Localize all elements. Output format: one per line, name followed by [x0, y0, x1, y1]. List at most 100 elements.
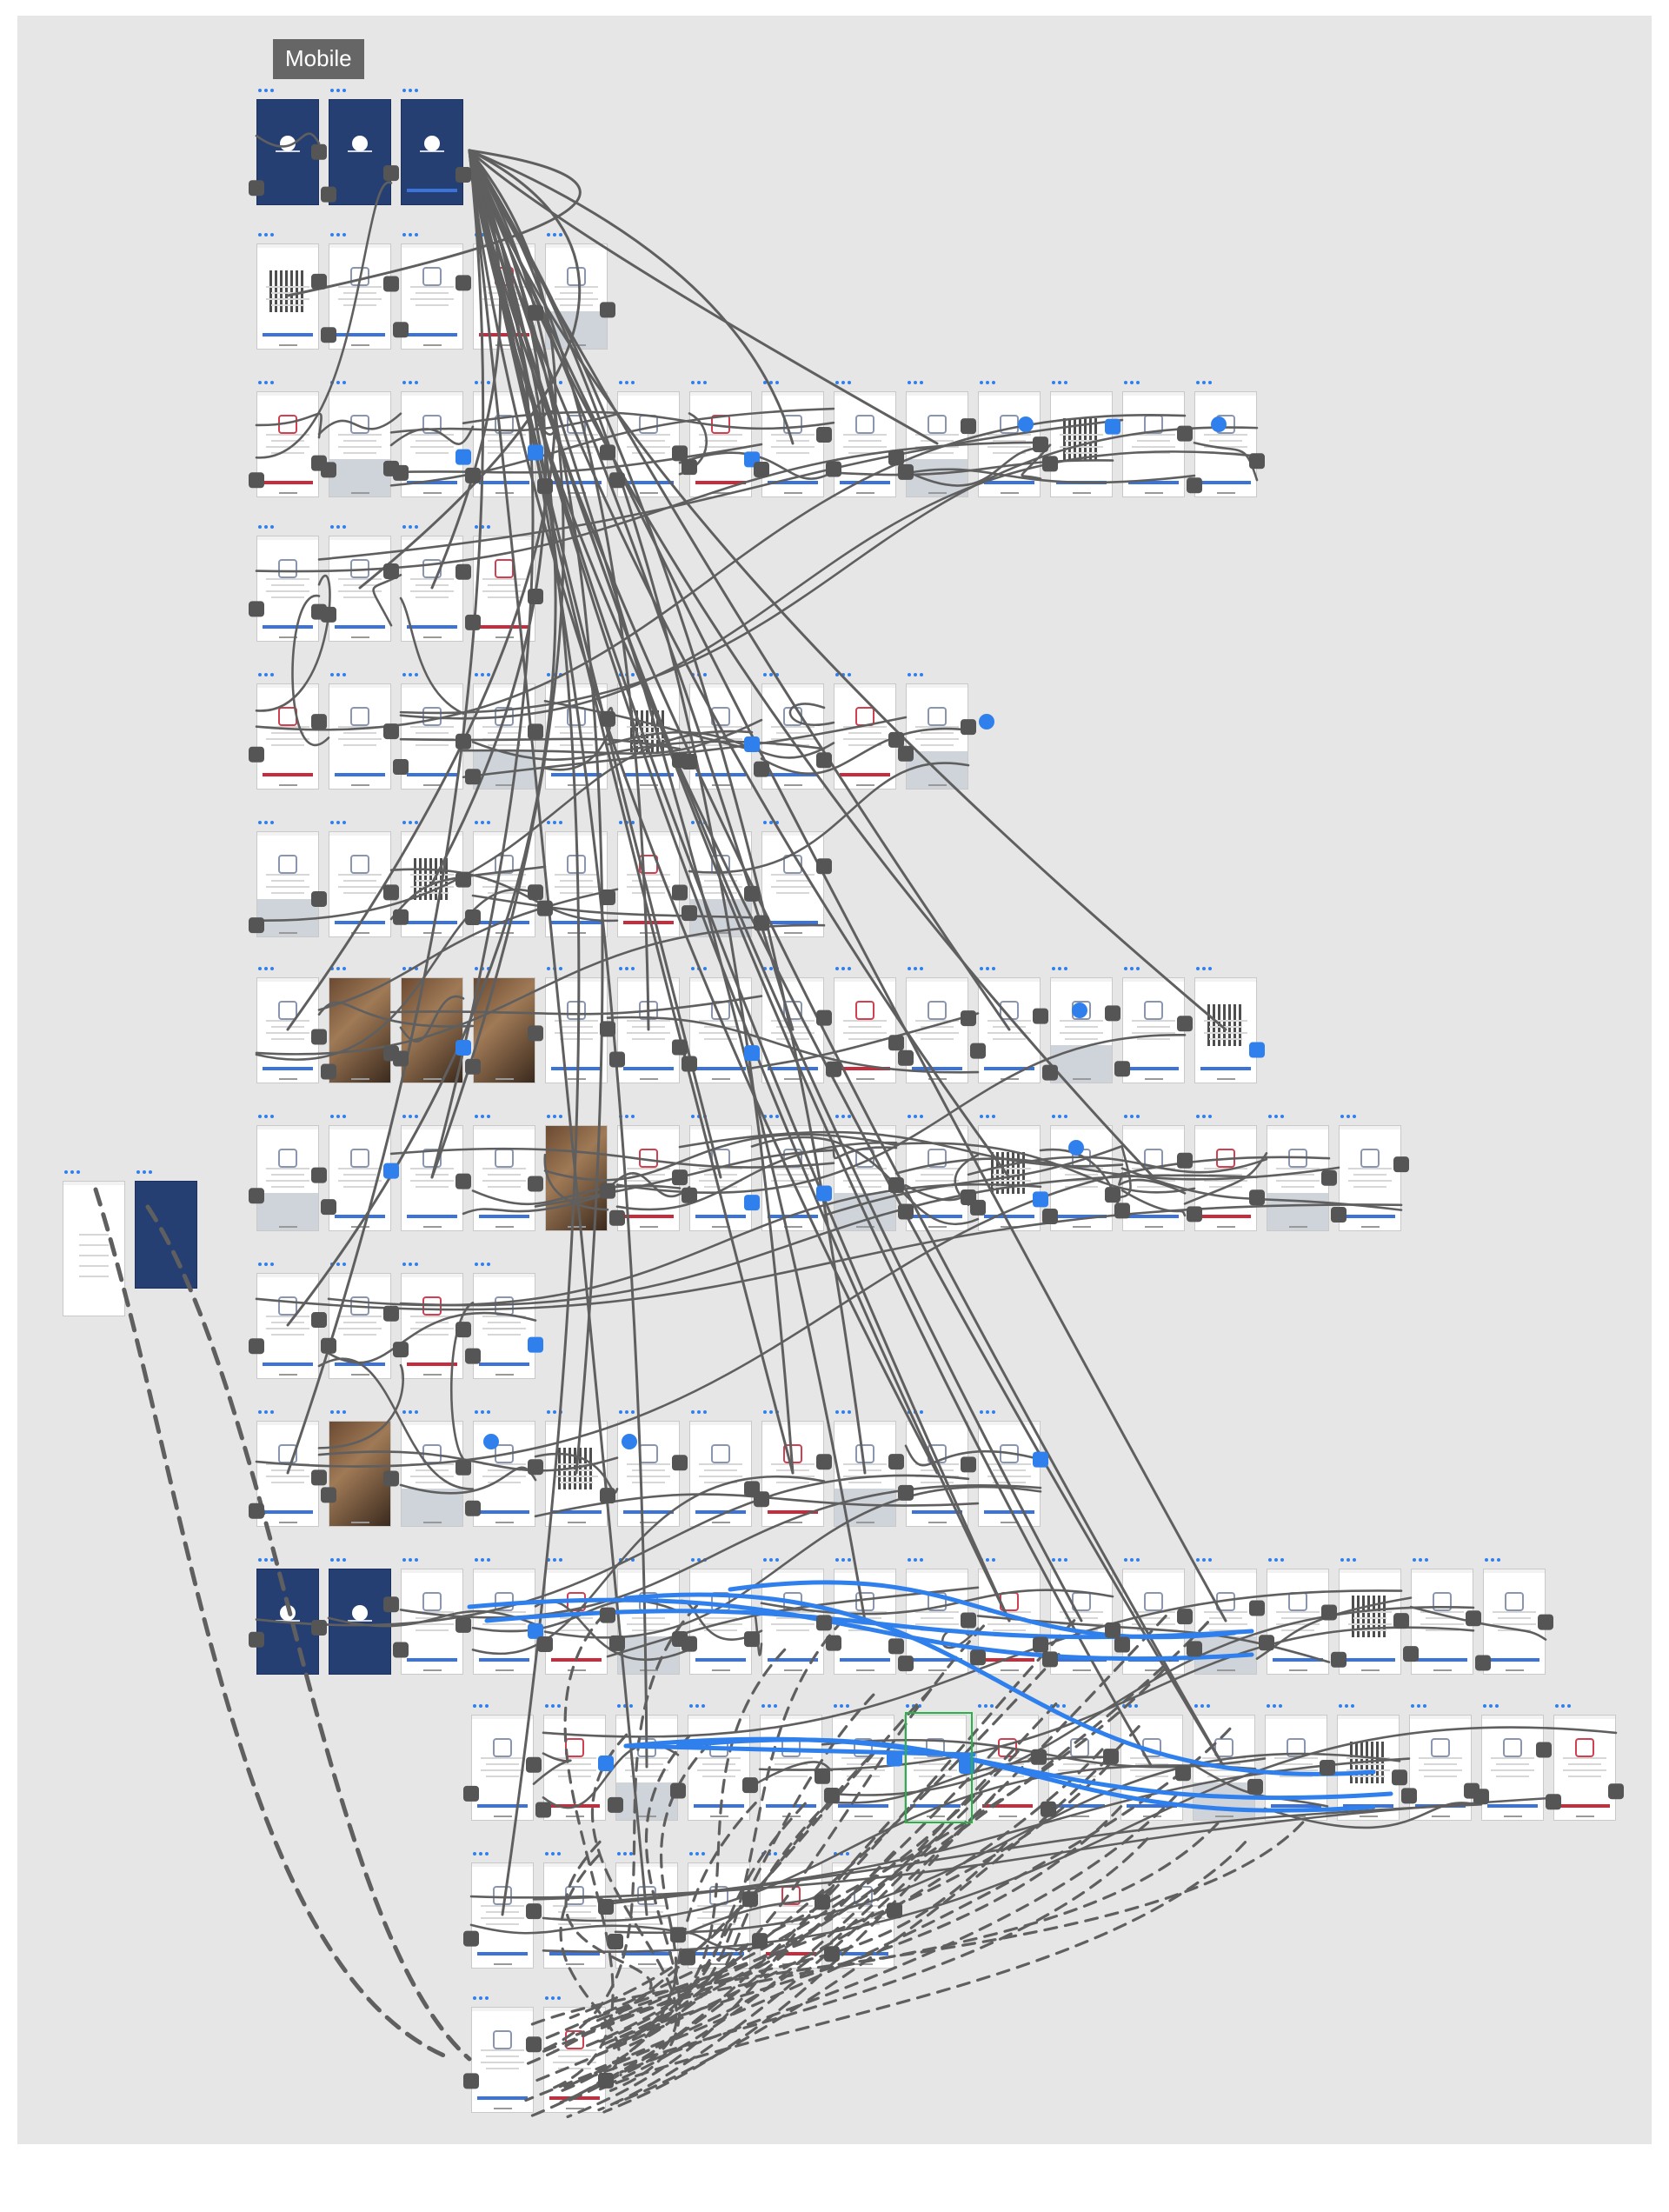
artboard-menu-dots[interactable] — [835, 1115, 854, 1118]
artboard-menu-dots[interactable] — [330, 1115, 349, 1118]
artboard-menu-dots[interactable] — [908, 1410, 927, 1414]
artboard-menu-dots[interactable] — [1555, 1704, 1574, 1708]
artboard-thumbnail[interactable] — [1194, 1569, 1257, 1675]
artboard-thumbnail[interactable] — [617, 391, 680, 497]
artboard-thumbnail[interactable] — [401, 683, 463, 790]
artboard-thumbnail[interactable] — [471, 1715, 534, 1821]
artboard-menu-dots[interactable] — [1124, 1115, 1143, 1118]
artboard-menu-dots[interactable] — [258, 233, 277, 237]
artboard-menu-dots[interactable] — [547, 821, 566, 824]
artboard-thumbnail[interactable] — [834, 683, 896, 790]
artboard-menu-dots[interactable] — [547, 233, 566, 237]
artboard-menu-dots[interactable] — [545, 1996, 564, 2000]
artboard-menu-dots[interactable] — [1339, 1704, 1358, 1708]
artboard-menu-dots[interactable] — [330, 89, 349, 92]
artboard-thumbnail[interactable] — [617, 1125, 680, 1231]
artboard-thumbnail[interactable] — [761, 1569, 824, 1675]
artboard-thumbnail[interactable] — [688, 1862, 750, 1969]
artboard-menu-dots[interactable] — [691, 967, 710, 970]
artboard-menu-dots[interactable] — [619, 673, 638, 676]
artboard-menu-dots[interactable] — [691, 1410, 710, 1414]
artboard-menu-dots[interactable] — [834, 1852, 853, 1856]
artboard-thumbnail[interactable] — [256, 243, 319, 350]
artboard-menu-dots[interactable] — [1124, 381, 1143, 384]
artboard-thumbnail[interactable] — [401, 1125, 463, 1231]
artboard-menu-dots[interactable] — [1411, 1704, 1430, 1708]
artboard-thumbnail[interactable] — [834, 391, 896, 497]
artboard-menu-dots[interactable] — [763, 673, 782, 676]
artboard-thumbnail[interactable] — [473, 536, 535, 642]
artboard-menu-dots[interactable] — [617, 1852, 636, 1856]
artboard-thumbnail[interactable] — [761, 831, 824, 937]
artboard-thumbnail[interactable] — [761, 1125, 824, 1231]
artboard-menu-dots[interactable] — [980, 1410, 999, 1414]
artboard-thumbnail[interactable] — [1048, 1715, 1111, 1821]
prototype-canvas[interactable]: Mobile — [17, 16, 1652, 2144]
artboard-menu-dots[interactable] — [547, 1115, 566, 1118]
artboard-menu-dots[interactable] — [402, 1558, 422, 1562]
artboard-menu-dots[interactable] — [330, 381, 349, 384]
artboard-menu-dots[interactable] — [545, 1852, 564, 1856]
artboard-menu-dots[interactable] — [475, 381, 494, 384]
artboard-thumbnail[interactable] — [832, 1715, 894, 1821]
artboard-menu-dots[interactable] — [980, 967, 999, 970]
artboard-thumbnail[interactable] — [256, 99, 319, 205]
artboard-menu-dots[interactable] — [402, 673, 422, 676]
artboard-thumbnail[interactable] — [256, 1421, 319, 1527]
artboard-thumbnail[interactable] — [617, 977, 680, 1083]
artboard-menu-dots[interactable] — [1052, 1115, 1071, 1118]
artboard-menu-dots[interactable] — [402, 821, 422, 824]
artboard-thumbnail[interactable] — [760, 1715, 822, 1821]
artboard-thumbnail[interactable] — [1483, 1569, 1546, 1675]
artboard-thumbnail[interactable] — [256, 831, 319, 937]
artboard-thumbnail[interactable] — [617, 831, 680, 937]
artboard-thumbnail[interactable] — [834, 1125, 896, 1231]
artboard-thumbnail[interactable] — [473, 1273, 535, 1379]
artboard-thumbnail[interactable] — [689, 1421, 752, 1527]
artboard-menu-dots[interactable] — [330, 1410, 349, 1414]
artboard-thumbnail[interactable] — [978, 391, 1041, 497]
artboard-thumbnail[interactable] — [256, 1569, 319, 1675]
artboard-menu-dots[interactable] — [473, 1996, 492, 2000]
artboard-menu-dots[interactable] — [402, 233, 422, 237]
artboard-menu-dots[interactable] — [691, 673, 710, 676]
artboard-menu-dots[interactable] — [835, 1410, 854, 1414]
artboard-menu-dots[interactable] — [908, 1558, 927, 1562]
artboard-thumbnail[interactable] — [329, 1125, 391, 1231]
artboard-thumbnail[interactable] — [401, 99, 463, 205]
artboard-menu-dots[interactable] — [1050, 1704, 1069, 1708]
artboard-menu-dots[interactable] — [1196, 381, 1215, 384]
artboard-thumbnail[interactable] — [473, 1569, 535, 1675]
artboard-thumbnail[interactable] — [689, 1569, 752, 1675]
artboard-thumbnail[interactable] — [545, 243, 608, 350]
artboard-thumbnail[interactable] — [471, 1862, 534, 1969]
artboard-menu-dots[interactable] — [691, 821, 710, 824]
artboard-thumbnail[interactable] — [832, 1862, 894, 1969]
artboard-menu-dots[interactable] — [1340, 1115, 1360, 1118]
artboard-thumbnail[interactable] — [135, 1181, 197, 1289]
artboard-menu-dots[interactable] — [258, 381, 277, 384]
artboard-menu-dots[interactable] — [330, 525, 349, 529]
artboard-thumbnail[interactable] — [256, 683, 319, 790]
artboard-thumbnail[interactable] — [761, 977, 824, 1083]
artboard-menu-dots[interactable] — [547, 967, 566, 970]
artboard-thumbnail[interactable] — [1050, 391, 1113, 497]
artboard-thumbnail[interactable] — [543, 1715, 606, 1821]
artboard-menu-dots[interactable] — [691, 1115, 710, 1118]
artboard-menu-dots[interactable] — [258, 967, 277, 970]
artboard-thumbnail[interactable] — [401, 391, 463, 497]
artboard-menu-dots[interactable] — [1124, 967, 1143, 970]
artboard-menu-dots[interactable] — [330, 673, 349, 676]
artboard-thumbnail[interactable] — [906, 391, 968, 497]
artboard-menu-dots[interactable] — [689, 1704, 708, 1708]
artboard-menu-dots[interactable] — [761, 1852, 781, 1856]
artboard-thumbnail[interactable] — [615, 1862, 678, 1969]
artboard-thumbnail[interactable] — [689, 1125, 752, 1231]
artboard-thumbnail[interactable] — [689, 683, 752, 790]
artboard-menu-dots[interactable] — [1196, 967, 1215, 970]
artboard-thumbnail[interactable] — [978, 1125, 1041, 1231]
artboard-thumbnail[interactable] — [401, 1569, 463, 1675]
artboard-menu-dots[interactable] — [258, 673, 277, 676]
artboard-menu-dots[interactable] — [1052, 967, 1071, 970]
artboard-thumbnail[interactable] — [1337, 1715, 1400, 1821]
